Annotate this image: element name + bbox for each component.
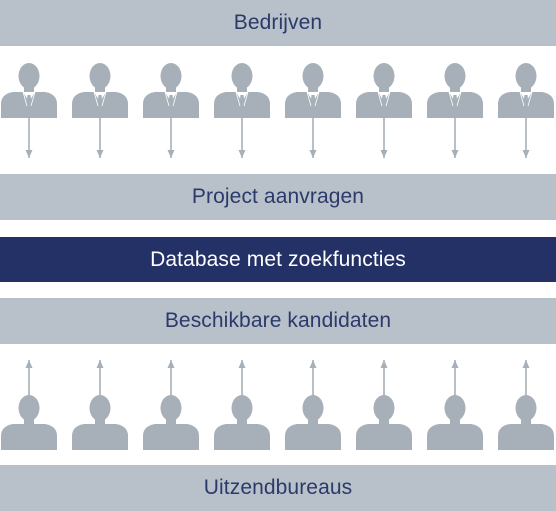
available-candidates-label: Beschikbare kandidaten: [164, 309, 392, 332]
agencies-person-row: [0, 352, 556, 452]
person-icon: [498, 395, 554, 450]
person-icon: [72, 395, 128, 450]
business-person-icon: [143, 63, 199, 118]
person-icon: [285, 395, 341, 450]
arrow-up-icon: [25, 360, 33, 398]
arrow-up-icon: [238, 360, 246, 398]
database-label: Database met zoekfuncties: [150, 247, 406, 271]
person-icon: [214, 395, 270, 450]
project-requests-bar: Project aanvragen: [0, 174, 556, 220]
staffing-agencies-bar: Uitzendbureaus: [0, 465, 556, 511]
arrow-down-icon: [522, 118, 530, 158]
arrow-down-icon: [238, 118, 246, 158]
person-icon: [143, 395, 199, 450]
business-person-icon: [285, 63, 341, 118]
arrow-up-icon: [96, 360, 104, 398]
person-icon: [427, 395, 483, 450]
arrow-up-icon: [522, 360, 530, 398]
arrow-up-icon: [309, 360, 317, 398]
arrow-down-icon: [380, 118, 388, 158]
agencies-person-row-graphic: [1, 360, 554, 450]
database-bar: Database met zoekfuncties: [0, 237, 556, 282]
companies-bar: Bedrijven: [0, 0, 556, 46]
person-icon: [1, 395, 57, 450]
companies-label: Bedrijven: [233, 11, 323, 34]
business-person-icon: [498, 63, 554, 118]
business-person-icon: [72, 63, 128, 118]
business-person-icon: [1, 63, 57, 118]
companies-person-row: [0, 60, 556, 160]
arrow-down-icon: [309, 118, 317, 158]
arrow-down-icon: [96, 118, 104, 158]
business-person-icon: [356, 63, 412, 118]
person-icon: [356, 395, 412, 450]
arrow-down-icon: [25, 118, 33, 158]
arrow-up-icon: [451, 360, 459, 398]
arrow-up-icon: [380, 360, 388, 398]
arrow-down-icon: [451, 118, 459, 158]
project-requests-label: Project aanvragen: [191, 185, 365, 208]
available-candidates-bar: Beschikbare kandidaten: [0, 298, 556, 344]
arrow-down-icon: [167, 118, 175, 158]
companies-person-row-graphic: [1, 63, 554, 158]
arrow-up-icon: [167, 360, 175, 398]
business-person-icon: [214, 63, 270, 118]
staffing-agencies-label: Uitzendbureaus: [203, 476, 353, 499]
business-person-icon: [427, 63, 483, 118]
